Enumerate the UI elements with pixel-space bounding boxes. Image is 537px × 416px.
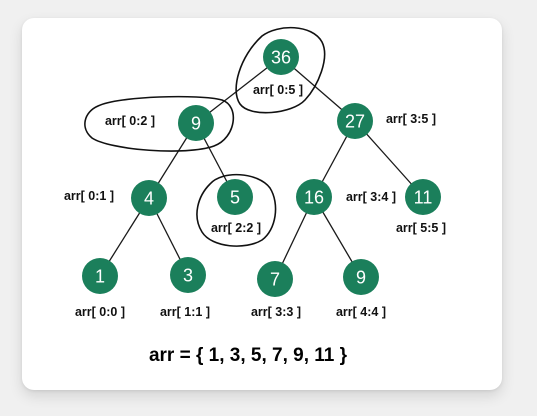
tree-node-27[interactable]: 27: [337, 103, 373, 139]
loop-around-root: [235, 26, 326, 114]
tree-node-1[interactable]: 1: [82, 258, 118, 294]
node-circle: [263, 39, 299, 75]
tree-node-4[interactable]: 4: [131, 180, 167, 216]
range-label-2-2: arr[ 2:2 ]: [211, 221, 261, 235]
range-label-0-0: arr[ 0:0 ]: [75, 305, 125, 319]
range-label-5-5: arr[ 5:5 ]: [396, 221, 446, 235]
node-value: 9: [191, 114, 201, 134]
array-caption: arr = { 1, 3, 5, 7, 9, 11 }: [149, 345, 348, 366]
node-circle: [131, 180, 167, 216]
node-value: 7: [270, 270, 280, 290]
node-circle: [170, 257, 206, 293]
tree-node-3[interactable]: 3: [170, 257, 206, 293]
range-labels: arr[ 0:5 ] arr[ 0:2 ] arr[ 3:5 ] arr[ 0:…: [64, 83, 446, 319]
node-value: 3: [183, 266, 193, 286]
node-circle: [296, 179, 332, 215]
node-circle: [82, 258, 118, 294]
loop-around-node-5: [196, 173, 277, 247]
node-value: 36: [271, 48, 291, 68]
node-circle: [405, 179, 441, 215]
tree-node-7[interactable]: 7: [257, 261, 293, 297]
node-circle: [257, 261, 293, 297]
range-label-3-4: arr[ 3:4 ]: [346, 190, 396, 204]
node-value: 9: [356, 268, 366, 288]
range-label-0-2: arr[ 0:2 ]: [105, 114, 155, 128]
node-value: 1: [95, 267, 105, 287]
tree-node-16[interactable]: 16: [296, 179, 332, 215]
tree-node-9-leaf[interactable]: 9: [343, 259, 379, 295]
node-value: 27: [345, 112, 365, 132]
range-label-0-5: arr[ 0:5 ]: [253, 83, 303, 97]
node-value: 11: [414, 188, 433, 208]
tree-node-36[interactable]: 36: [263, 39, 299, 75]
node-value: 16: [304, 188, 324, 208]
tree-node-5[interactable]: 5: [217, 179, 253, 215]
range-label-0-1: arr[ 0:1 ]: [64, 189, 114, 203]
tree-node-11[interactable]: 11: [405, 179, 441, 215]
range-label-3-3: arr[ 3:3 ]: [251, 305, 301, 319]
node-circle: [178, 105, 214, 141]
tree-nodes: 36 9 27 4 5 16 11 1: [82, 39, 441, 297]
node-circle: [217, 179, 253, 215]
node-value: 4: [144, 189, 154, 209]
range-label-1-1: arr[ 1:1 ]: [160, 305, 210, 319]
tree-node-9[interactable]: 9: [178, 105, 214, 141]
node-circle: [343, 259, 379, 295]
loop-around-left-subtree: [84, 95, 235, 152]
range-label-3-5: arr[ 3:5 ]: [386, 112, 436, 126]
annotation-loops: [84, 26, 326, 247]
range-label-4-4: arr[ 4:4 ]: [336, 305, 386, 319]
node-circle: [337, 103, 373, 139]
node-value: 5: [230, 188, 240, 208]
